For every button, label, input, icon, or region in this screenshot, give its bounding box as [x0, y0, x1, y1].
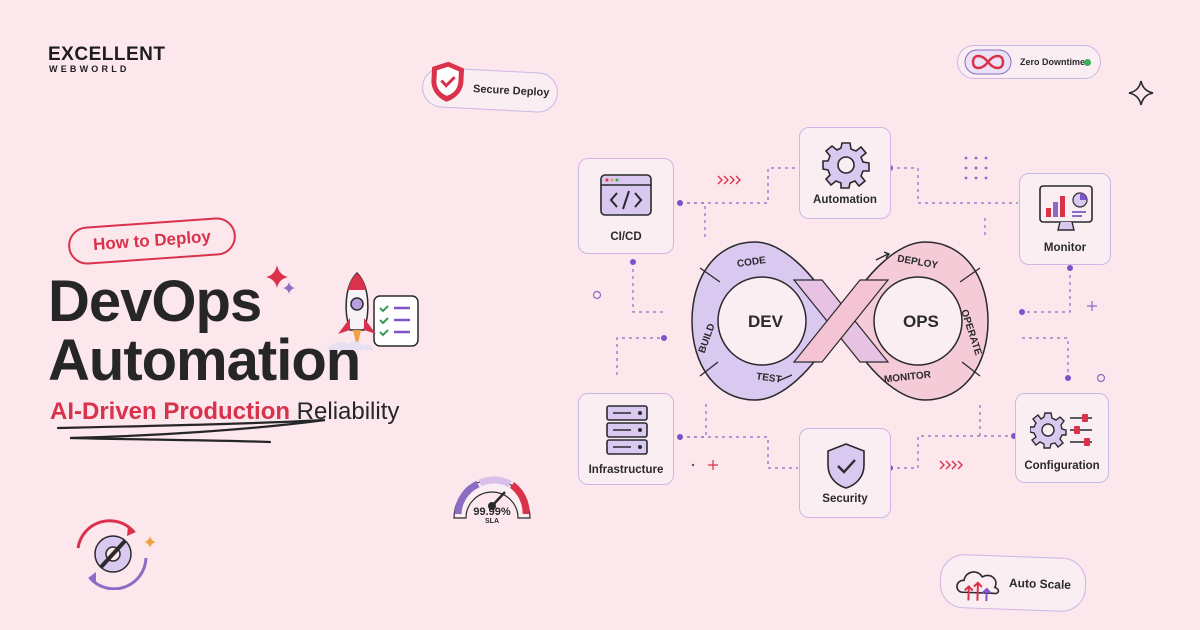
subtitle-highlight: AI-Driven Production — [50, 398, 291, 425]
code-window-icon — [600, 174, 652, 216]
cloud-scale-icon — [956, 571, 1000, 602]
security-card: Security — [799, 428, 891, 518]
brand-logo-line2: WEBWORLD — [49, 64, 130, 74]
sparkle-purple-icon — [283, 282, 295, 294]
configuration-label: Configuration — [1024, 460, 1100, 472]
hero-title-line1: DevOps — [48, 269, 262, 334]
brand-logo-line1: EXCELLENT — [48, 44, 166, 65]
devops-infinity-loop — [691, 241, 989, 401]
infrastructure-card: Infrastructure — [578, 393, 674, 485]
subtitle-rest: Reliability — [290, 398, 400, 425]
secure-deploy-label: Secure Deploy — [472, 83, 550, 100]
rocket-icon — [326, 271, 376, 350]
monitor-label: Monitor — [1043, 242, 1087, 254]
infrastructure-label: Infrastructure — [588, 464, 664, 476]
gear-icon — [822, 142, 870, 189]
server-stack-icon — [606, 405, 648, 455]
cicd-card: CI/CD — [578, 158, 674, 254]
rocket-checklist-illustration — [326, 271, 419, 350]
hero-title-line2: Automation — [48, 328, 361, 393]
sla-gauge: 99.99% SLA — [448, 462, 536, 530]
security-label: Security — [822, 493, 868, 505]
shield-check-icon — [431, 61, 465, 102]
hero-subtitle: AI-Driven Production Reliability — [50, 398, 399, 426]
gear-wrench-icon — [76, 519, 156, 590]
monitor-dashboard-icon — [1039, 185, 1093, 231]
sparkle-red-icon — [266, 265, 288, 288]
cicd-label: CI/CD — [610, 231, 642, 243]
automation-card: Automation — [799, 127, 891, 219]
monitor-card: Monitor — [1019, 173, 1111, 265]
status-dot — [1084, 59, 1091, 66]
infinity-icon — [964, 49, 1012, 75]
ops-label: OPS — [903, 312, 939, 331]
configuration-card: Configuration — [1015, 393, 1109, 483]
auto-scale-label: Auto Scale — [1008, 575, 1072, 593]
automation-label: Automation — [813, 194, 877, 206]
gauge-icon — [453, 476, 531, 519]
secure-deploy-badge: Secure Deploy — [421, 61, 559, 114]
sla-label: SLA — [485, 518, 499, 525]
underline-swoosh — [56, 418, 326, 444]
dev-label: DEV — [748, 312, 783, 331]
zero-downtime-label: Zero Downtime — [1020, 57, 1086, 67]
sla-value: 99.99% — [473, 506, 511, 518]
auto-scale-badge: Auto Scale — [939, 553, 1087, 613]
settings-sliders-icon — [1030, 412, 1092, 449]
sparkle-icon — [1128, 80, 1154, 106]
zero-downtime-badge: Zero Downtime — [957, 45, 1101, 79]
shield-check-icon — [827, 443, 865, 489]
